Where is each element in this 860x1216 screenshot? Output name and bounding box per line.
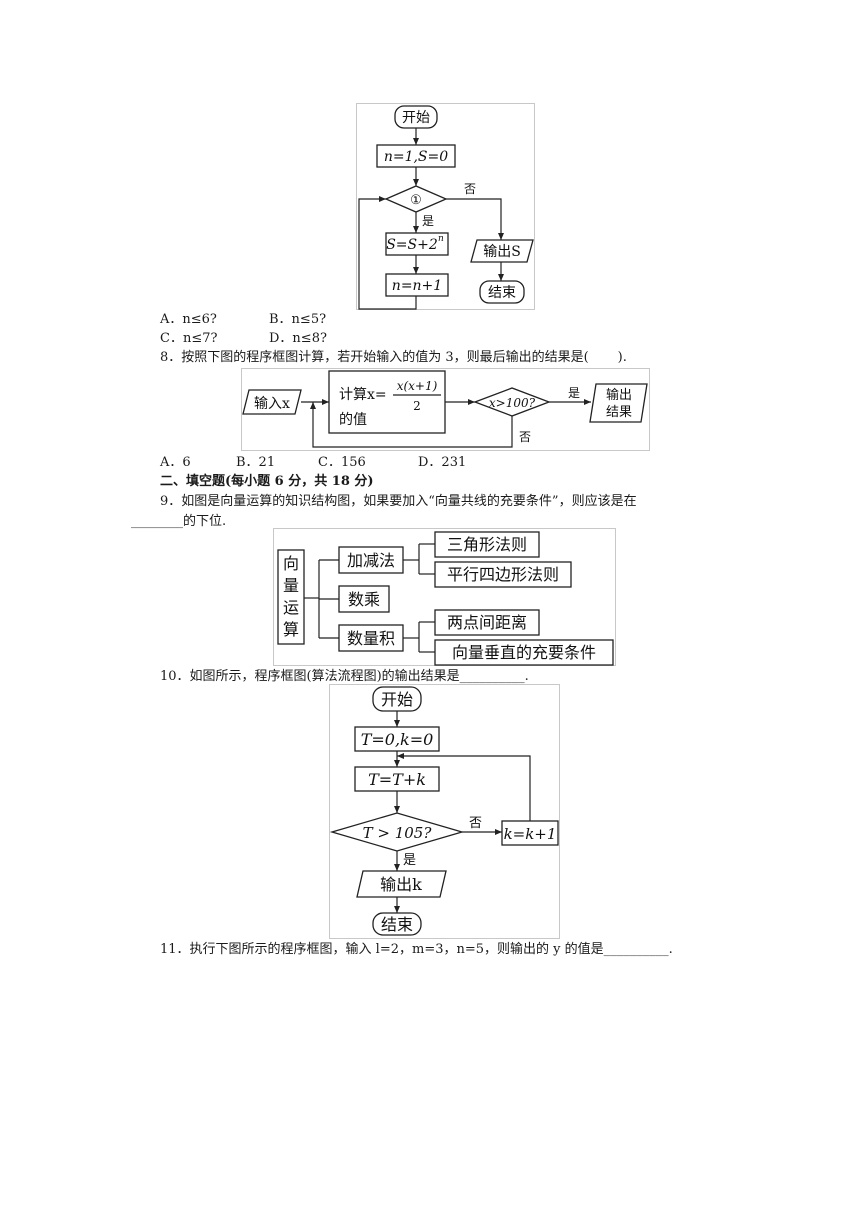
leaf-perpendicular-label: 向量垂直的充要条件 xyxy=(452,643,596,662)
end-label: 结束 xyxy=(488,285,516,301)
branch-dot-label: 数量积 xyxy=(347,629,395,648)
root-char-3: 运 xyxy=(283,598,299,617)
branch-add-sub xyxy=(338,546,404,574)
output-label-2: 结果 xyxy=(606,405,632,420)
q7-option-b: B．n≤5? xyxy=(269,312,327,327)
step-label: T=T+k xyxy=(368,770,426,789)
sum-exponent: n xyxy=(438,234,444,244)
leaf-perpendicular xyxy=(434,639,614,666)
branch-dot xyxy=(338,624,404,652)
leaf-distance xyxy=(434,609,540,636)
root-char-1: 向 xyxy=(283,554,299,573)
end-label: 结束 xyxy=(381,915,413,934)
output-label: 输出S xyxy=(483,244,521,260)
root-box xyxy=(277,549,305,645)
flowchart-q7: 开始 n=1,S=0 ① 否 是 S=S+2 n n=n+1 输出S 结束 xyxy=(356,103,536,311)
q7-option-a: A．n≤6? xyxy=(160,312,217,327)
no-label: 否 xyxy=(469,816,482,831)
increment-label: k=k+1 xyxy=(504,825,557,843)
leaf-parallelogram-rule xyxy=(434,561,572,588)
no-label: 否 xyxy=(519,430,531,444)
branch-scalar xyxy=(338,585,390,613)
branch-scalar-label: 数乘 xyxy=(348,590,380,609)
yes-label: 是 xyxy=(568,386,580,400)
root-char-2: 量 xyxy=(283,576,299,595)
branch-add-sub-label: 加减法 xyxy=(347,551,395,570)
output-box xyxy=(356,870,447,898)
calc-denominator: 2 xyxy=(413,399,421,413)
flowchart-q10: 开始 T=0,k=0 T=T+k T > 105? 否 k=k+1 是 输出k … xyxy=(329,684,561,940)
q11-stem: 11．执行下图所示的程序框图，输入 l=2，m=3，n=5，则输出的 y 的值是… xyxy=(160,942,673,957)
calc-suffix: 的值 xyxy=(339,412,367,428)
end-terminal xyxy=(479,280,525,304)
yes-label: 是 xyxy=(422,214,434,228)
leaf-distance-label: 两点间距离 xyxy=(447,613,527,632)
leaf-triangle-rule xyxy=(434,531,540,558)
q7-option-d: D．n≤8? xyxy=(269,331,327,346)
calc-numerator: x(x+1) xyxy=(397,379,438,393)
yes-label: 是 xyxy=(403,853,416,868)
start-label: 开始 xyxy=(402,110,430,126)
end-terminal xyxy=(372,912,422,936)
section-title: 二、填空题(每小题 6 分，共 18 分) xyxy=(160,474,374,489)
init-label: T=0,k=0 xyxy=(361,730,434,749)
output-box xyxy=(470,239,534,263)
increment-box xyxy=(385,273,449,297)
input-label: 输入x xyxy=(254,396,290,412)
condition-label: ① xyxy=(410,193,422,208)
input-box xyxy=(242,389,302,415)
q8-option-c: C．156 xyxy=(318,455,366,470)
structure-diagram-q9: 向 量 运 算 加减法 数乘 数量积 三角形法则 平行四边形法则 两点间距离 向… xyxy=(273,528,617,667)
sum-label: S=S+2 xyxy=(386,237,438,253)
increment-label: n=n+1 xyxy=(392,278,442,294)
q9-stem-line1: 9．如图是向量运算的知识结构图，如果要加入“向量共线的充要条件”，则应该是在 xyxy=(160,494,637,509)
q8-option-d: D．231 xyxy=(418,455,467,470)
q8-option-a: A．6 xyxy=(160,455,191,470)
root-char-4: 算 xyxy=(283,620,299,639)
output-label-1: 输出 xyxy=(606,387,632,403)
calc-box xyxy=(328,370,446,434)
condition-label: x>100? xyxy=(489,396,536,410)
q7-option-c: C．n≤7? xyxy=(160,331,218,346)
q9-stem-line2: ________的下位. xyxy=(131,514,227,529)
flowchart-q8: 输入x 计算x= x(x+1) 2 的值 x>100? 是 输出 结果 否 xyxy=(241,368,651,452)
init-label: n=1,S=0 xyxy=(384,149,448,165)
calc-prefix: 计算x= xyxy=(339,387,387,403)
leaf-parallelogram-rule-label: 平行四边形法则 xyxy=(447,565,559,584)
leaf-triangle-rule-label: 三角形法则 xyxy=(447,535,527,554)
q10-stem: 10．如图所示，程序框图(算法流程图)的输出结果是__________. xyxy=(160,669,529,684)
output-label: 输出k xyxy=(380,875,422,894)
condition-label: T > 105? xyxy=(363,824,433,842)
q8-option-b: B．21 xyxy=(236,455,276,470)
output-box xyxy=(589,383,648,423)
q8-stem: 8．按照下图的程序框图计算，若开始输入的值为 3，则最后输出的结果是( ). xyxy=(160,350,627,365)
no-label: 否 xyxy=(464,182,476,196)
sum-box xyxy=(385,232,449,256)
start-label: 开始 xyxy=(381,690,413,709)
